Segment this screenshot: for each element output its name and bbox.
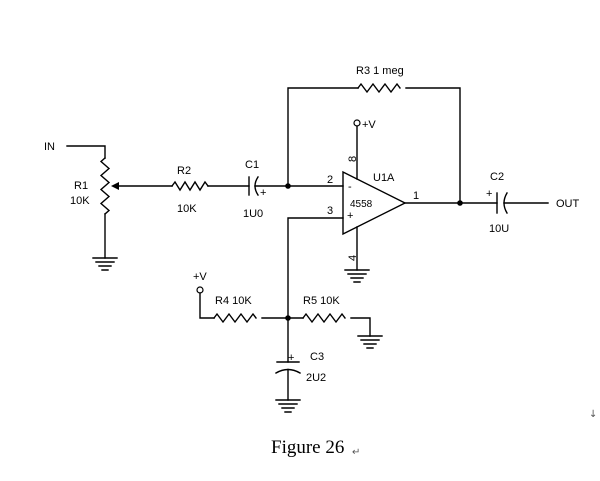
- r5-resistor: [302, 312, 346, 324]
- supply-terminal-top: [353, 119, 361, 127]
- r1-wiper-arrow: [111, 182, 119, 190]
- figure-caption: Figure 26: [271, 437, 344, 458]
- r3-resistor: [357, 82, 401, 94]
- r1-value-label: 10K: [70, 195, 90, 207]
- pin-2-label: 2: [327, 174, 333, 186]
- c3-polarity-label: +: [288, 352, 294, 364]
- opamp-noninverting-sign: +: [347, 210, 353, 222]
- r1-potentiometer: [99, 157, 111, 215]
- r4-label: R4 10K: [215, 295, 252, 307]
- supply-label-bias: +V: [193, 271, 207, 283]
- wire-input: [66, 145, 106, 159]
- c3-value-label: 2U2: [306, 372, 326, 384]
- c1-value-label: 1U0: [243, 208, 263, 220]
- pin-3-label: 3: [327, 205, 333, 217]
- r2-value-label: 10K: [177, 203, 197, 215]
- output-label: OUT: [556, 198, 580, 210]
- c2-ref-label: C2: [490, 171, 504, 183]
- r5-label: R5 10K: [303, 295, 340, 307]
- c2-value-label: 10U: [489, 223, 509, 235]
- opamp-triangle: [342, 170, 407, 236]
- ground-symbol-r1: [92, 257, 118, 271]
- pin-1-label: 1: [413, 190, 419, 202]
- pin-4-label: 4: [347, 255, 359, 261]
- c1-ref-label: C1: [245, 159, 259, 171]
- pin-8-label: 8: [347, 156, 359, 162]
- c3-ref-label: C3: [310, 351, 324, 363]
- r4-resistor: [213, 312, 257, 324]
- ground-symbol-opamp: [344, 269, 370, 283]
- r1-ref-label: R1: [74, 180, 88, 192]
- ground-symbol-c3: [275, 399, 301, 413]
- opamp-inverting-sign: -: [348, 181, 352, 193]
- opamp-part-label: 4558: [350, 199, 373, 210]
- margin-arrow-mark: ↓: [589, 409, 597, 420]
- wire-noninverting-input: [287, 217, 344, 319]
- r2-resistor: [171, 180, 209, 192]
- junction-output: [457, 200, 463, 206]
- r3-label: R3 1 meg: [356, 65, 404, 77]
- supply-label-top: +V: [362, 119, 376, 131]
- supply-terminal-bias: [196, 286, 204, 294]
- wire-vplus-r4: [199, 292, 215, 319]
- input-label: IN: [44, 141, 55, 153]
- wire-feedback-left: [287, 87, 359, 187]
- r2-ref-label: R2: [177, 165, 191, 177]
- ground-symbol-r5: [357, 335, 383, 349]
- opamp-ref-label: U1A: [373, 172, 395, 184]
- paragraph-mark: ↵: [352, 447, 360, 458]
- c1-polarity-label: +: [260, 187, 266, 199]
- wire-r5-ground: [350, 317, 371, 337]
- c2-polarity-label: +: [486, 188, 492, 200]
- wire-feedback-right: [405, 87, 461, 204]
